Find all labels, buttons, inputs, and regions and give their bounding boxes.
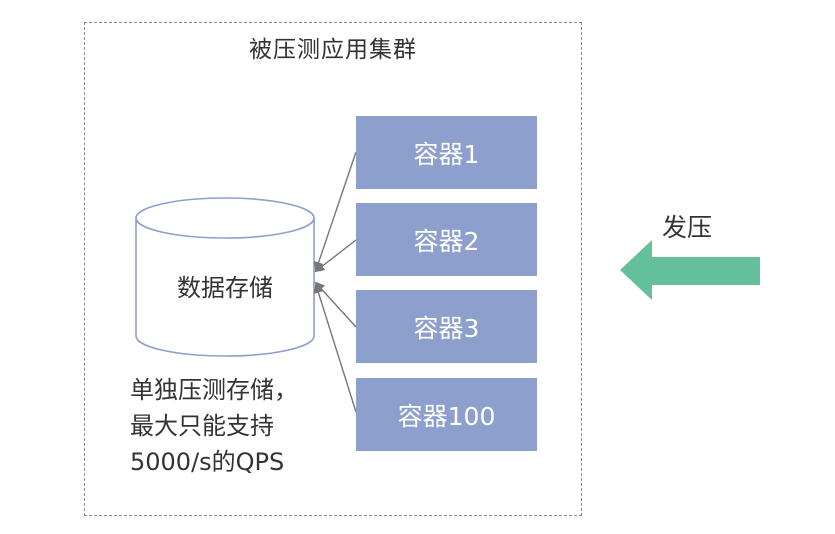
container-box-1: 容器1 — [356, 116, 537, 189]
note-line: 5000/s的QPS — [130, 448, 285, 476]
connector-line-2 — [314, 239, 357, 273]
storage-limit-note: 单独压测存储， 最大只能支持 5000/s的QPS — [130, 372, 298, 480]
container-label: 容器3 — [413, 313, 480, 343]
connector-line-4 — [313, 283, 357, 413]
container-box-2: 容器2 — [356, 203, 537, 276]
connector-line-1 — [313, 151, 357, 272]
container-box-3: 容器3 — [356, 290, 537, 363]
database-label: 数据存储 — [177, 274, 273, 302]
note-line: 最大只能支持 — [130, 412, 274, 440]
note-line: 单独压测存储， — [130, 376, 298, 404]
container-label: 容器100 — [397, 401, 496, 431]
database-cylinder — [135, 197, 315, 357]
cluster-title: 被压测应用集群 — [249, 37, 417, 63]
container-label: 容器2 — [413, 226, 480, 256]
cluster-boundary — [84, 22, 582, 516]
load-label: 发压 — [662, 213, 713, 242]
container-box-100: 容器100 — [356, 378, 537, 451]
container-label: 容器1 — [413, 139, 480, 169]
load-arrow-icon — [620, 240, 760, 300]
